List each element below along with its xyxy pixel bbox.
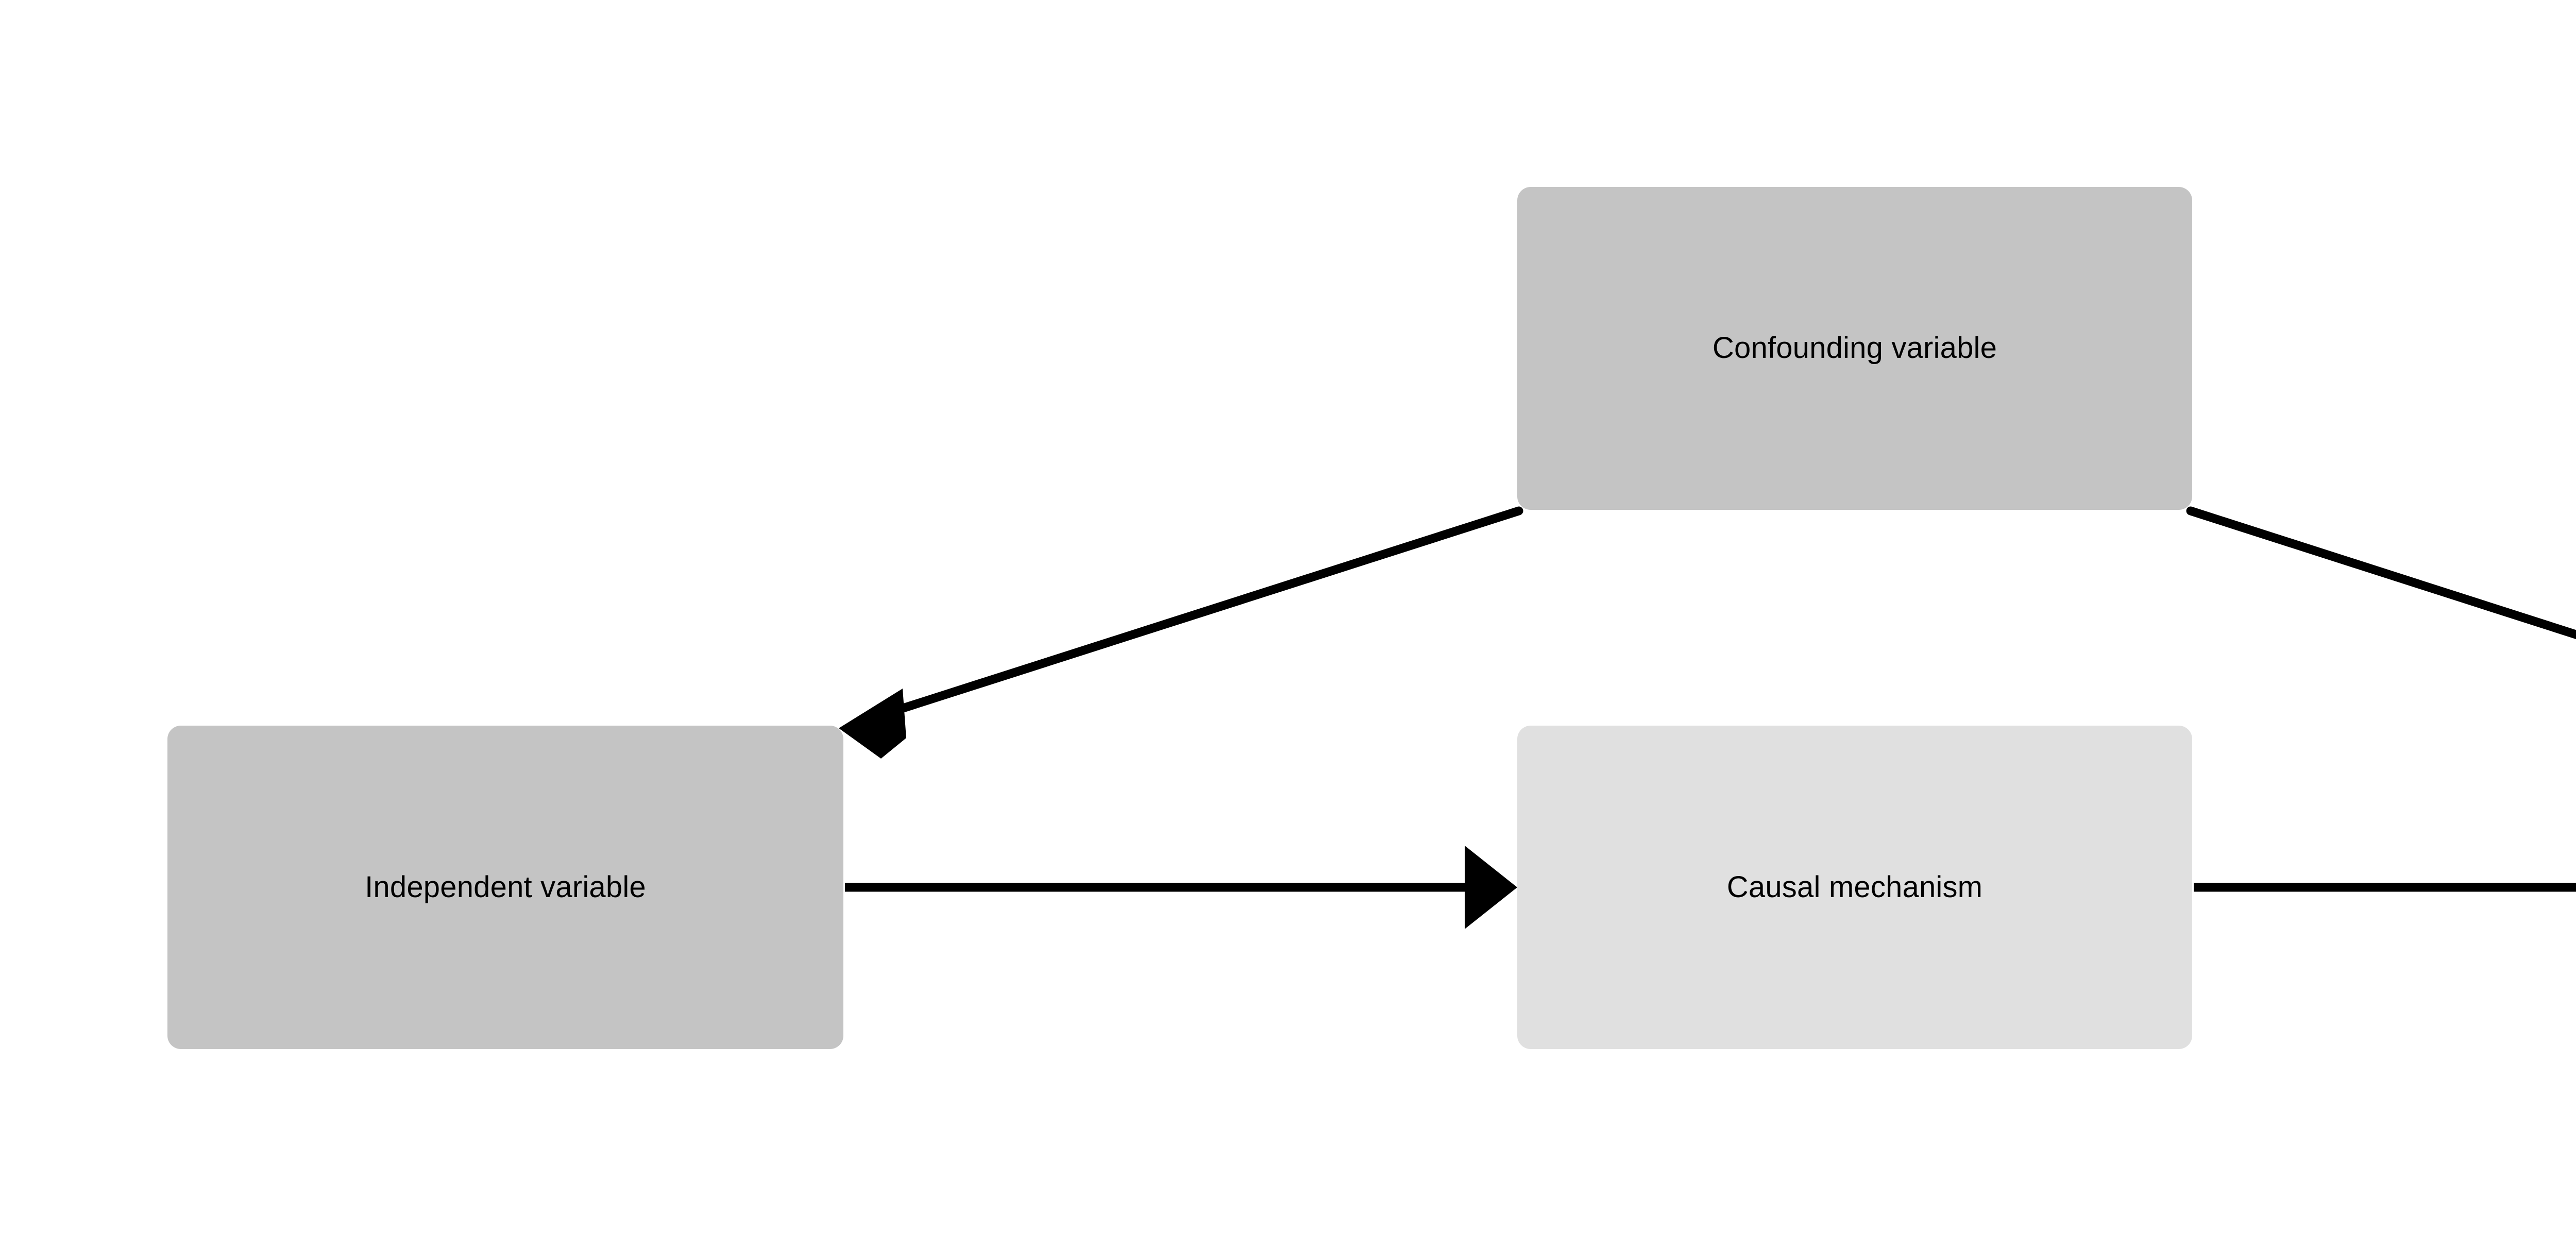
node-independent-variable[interactable]: Independent variable [167,726,843,1049]
node-confounding-variable[interactable]: Confounding variable [1517,187,2192,510]
edge-line [871,506,1523,722]
edge-confounding-to-independent [839,506,1523,759]
edge-independent-to-mechanism [845,846,1517,929]
arrowhead-icon [1465,846,1517,929]
edge-mechanism-to-dependent [2194,883,2576,892]
node-causal-mechanism[interactable]: Causal mechanism [1517,726,2192,1049]
node-label: Causal mechanism [1726,870,1983,904]
node-label: Confounding variable [1712,331,1997,365]
arrowhead-icon [839,689,906,759]
edge-confounding-to-dependent [2186,506,2576,640]
node-label: Independent variable [365,870,646,904]
edge-line [2186,506,2576,640]
